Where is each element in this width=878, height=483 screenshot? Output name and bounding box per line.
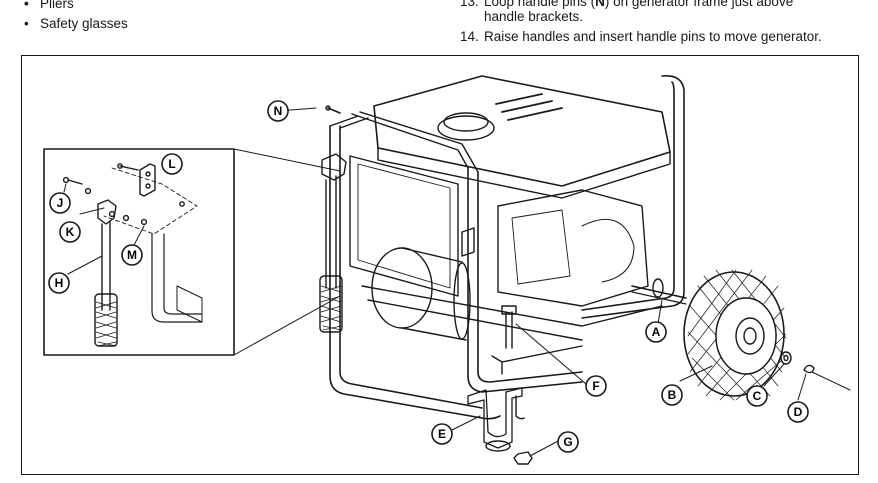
callout-B: B: [661, 384, 683, 406]
tools-list-item: Pliers: [22, 0, 402, 14]
callout-C: C: [746, 385, 768, 407]
step-part-key: N: [595, 0, 605, 9]
callout-G: G: [557, 431, 579, 453]
assembly-steps-column: 13. Loop handle pins (N) on generator fr…: [460, 0, 870, 49]
step-number: 13.: [460, 0, 479, 9]
generator-wheel-kit-figure: N L J K M H A: [21, 55, 859, 475]
callout-M: M: [121, 244, 143, 266]
callout-letter: E: [438, 427, 446, 441]
generator-drawing: [63, 74, 851, 465]
step-number: 14.: [460, 29, 479, 44]
callout-A: A: [645, 321, 667, 343]
callout-letter: B: [668, 388, 677, 402]
tools-list-column: Pliers Safety glasses: [22, 0, 402, 34]
callout-L: L: [161, 153, 183, 175]
step-text: Raise handles and insert handle pins to …: [484, 29, 822, 44]
callout-F: F: [585, 375, 607, 397]
generator-illustration: N L J K M H A: [43, 74, 851, 465]
callout-E: E: [431, 423, 453, 445]
callout-letter: G: [563, 435, 572, 449]
callout-letter: D: [794, 405, 803, 419]
callout-letter: A: [652, 325, 661, 339]
tools-list: Pliers Safety glasses: [22, 0, 402, 34]
callout-letter: K: [66, 225, 75, 239]
callout-D: D: [787, 401, 809, 423]
callout-letter: H: [55, 276, 64, 290]
step-text-part: handle brackets.: [484, 9, 584, 24]
callout-letter: C: [753, 389, 762, 403]
step-13: 13. Loop handle pins (N) on generator fr…: [460, 0, 870, 24]
callout-N: N: [267, 100, 289, 122]
callout-letter: N: [274, 104, 283, 118]
step-14: 14. Raise handles and insert handle pins…: [460, 29, 870, 44]
callout-K: K: [59, 221, 81, 243]
tools-list-item: Safety glasses: [22, 14, 402, 34]
step-text-part: Loop handle pins (: [484, 0, 596, 9]
step-text: Loop handle pins (N) on generator frame …: [484, 0, 793, 24]
callout-letter: M: [127, 248, 137, 262]
handle-detail-inset: [43, 148, 341, 356]
callout-H: H: [48, 272, 70, 294]
callout-labels: N L J K M H A: [48, 100, 809, 453]
callout-letter: J: [57, 196, 64, 210]
callout-letter: L: [168, 157, 175, 171]
assembly-steps: 13. Loop handle pins (N) on generator fr…: [460, 0, 870, 44]
callout-letter: F: [592, 379, 599, 393]
step-text-part: ) on generator frame just above: [604, 0, 794, 9]
callout-J: J: [49, 192, 71, 214]
